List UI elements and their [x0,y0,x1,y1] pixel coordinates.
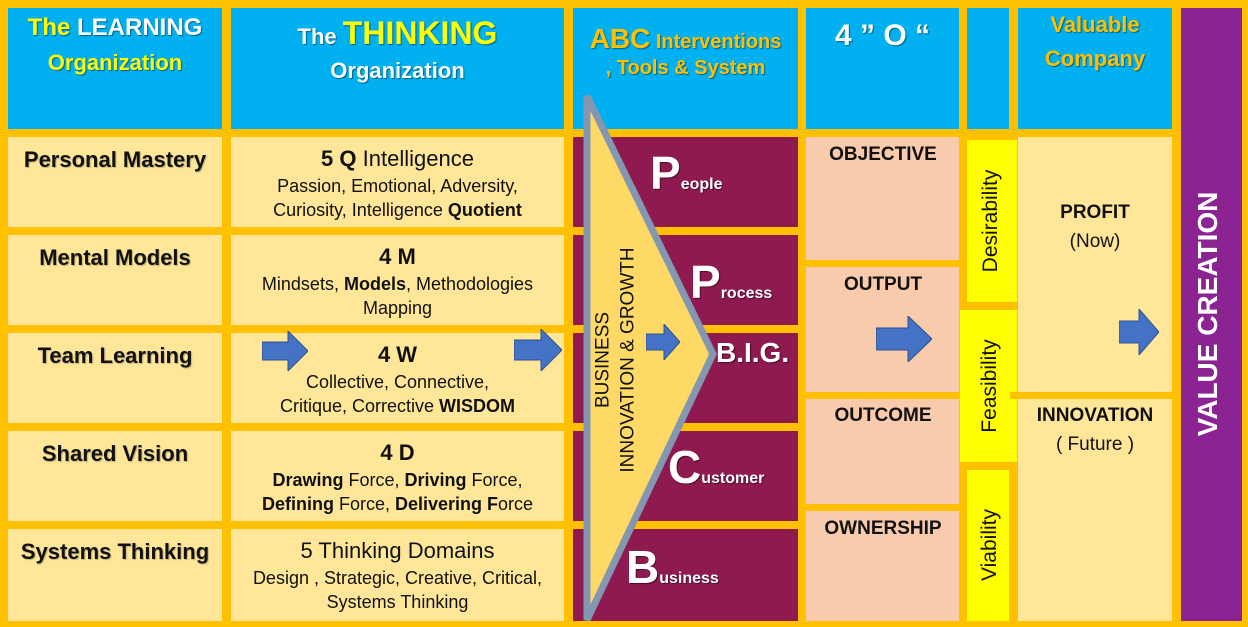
outcome-output: OUTPUT [843,274,923,295]
thinking-4d-title: 4 D [380,440,415,465]
thinking-row-4w: 4 W Collective, Connective, Critique, Co… [231,333,564,423]
thinking-row-5q: 5 Q Intelligence Passion, Emotional, Adv… [231,137,564,227]
header-four-o-label: 4 ” O “ [834,19,931,52]
learning-row-team-learning: Team Learning [8,333,222,423]
header-thinking-line1: The THINKING [297,15,498,51]
triangle-text-line1: BUSINESS [592,311,614,409]
right-arrow-icon [262,331,308,371]
thinking-domains-title: 5 Thinking Domains [300,538,495,563]
dfv-viability: Viability [978,509,1001,581]
valuable-panel [1018,137,1172,621]
right-arrow-icon [876,316,932,362]
header-learning-line2: Organization [47,50,183,75]
thinking-4w-title: 4 W [377,342,418,367]
header-four-o: 4 ” O “ [806,8,959,129]
right-arrow-icon [514,329,562,371]
header-valuable-line1: Valuable [1050,12,1140,37]
connector-line [798,260,968,267]
big-label: B.I.G. [716,337,790,368]
thinking-5q-title: 5 Q Intelligence [321,146,474,171]
dfv-feasibility-box [960,310,1017,462]
outcome-outcome: OUTCOME [834,405,932,426]
thinking-row-5-domains: 5 Thinking Domains Design , Strategic, C… [231,529,564,621]
header-learning-line1: The LEARNING [27,14,203,41]
right-arrow-icon [1119,309,1159,355]
header-thinking: The THINKING Organization [231,8,564,129]
value-creation-label: VALUE CREATION [1192,191,1223,437]
valuable-now: (Now) [1069,231,1121,252]
header-blank [967,8,1009,129]
outcome-ownership: OWNERSHIP [824,518,942,539]
header-valuable: Valuable Company [1018,8,1172,129]
big-triangle [583,94,717,622]
value-creation-panel [1181,8,1242,621]
thinking-4d-line2: Defining Force, Delivering Force [261,493,534,514]
thinking-4m-line1: Mindsets, Models, Methodologies [261,273,534,294]
valuable-profit: PROFIT [1060,202,1130,223]
triangle-text-line2: INNOVATION & GROWTH [617,247,638,473]
pillar-label-process: Process [690,256,773,308]
dfv-desirability: Desirability [979,169,1002,273]
thinking-row-4d: 4 D Drawing Force, Driving Force, Defini… [231,431,564,521]
dfv-viability-box [967,470,1009,621]
dfv-feasibility: Feasibility [978,339,1001,433]
learning-row-personal-mastery: Personal Mastery [8,137,222,227]
thinking-5q-line1: Passion, Emotional, Adversity, [277,175,518,196]
right-arrow-icon [646,324,680,360]
valuable-innovation: INNOVATION [1036,405,1154,426]
thinking-4m-line2: Mapping [362,297,433,318]
thinking-4m-title: 4 M [379,244,416,269]
header-thinking-line2: Organization [330,58,465,83]
thinking-row-4m: 4 M Mindsets, Models, Methodologies Mapp… [231,235,564,325]
four-o-panel [806,137,959,621]
thinking-domains-line1: Design , Strategic, Creative, Critical, [252,567,543,588]
thinking-4w-line1: Collective, Connective, [305,371,490,392]
triangle-text: BUSINESS INNOVATION & GROWTH [591,247,640,472]
connector-line [798,504,968,511]
header-abc: ABC Interventions , Tools & System [573,8,798,129]
connector-line [1010,392,1182,399]
thinking-5q-line2: Curiosity, Intelligence Quotient [273,199,522,220]
outcome-objective: OBJECTIVE [829,144,937,165]
learning-row-shared-vision: Shared Vision [8,431,222,521]
pillar-label-customer: Customer [668,441,765,493]
thinking-4d-line1: Drawing Force, Driving Force, [272,469,523,490]
thinking-domains-line2: Systems Thinking [326,591,469,612]
pillar-label-business: Business [626,541,719,593]
dfv-desirability-box [967,140,1017,302]
thinking-4w-line2: Critique, Corrective WISDOM [279,395,516,416]
valuable-future: ( Future ) [1055,434,1135,455]
connector-line [798,392,968,399]
header-abc-line2: , Tools & System [605,57,766,79]
learning-row-mental-models: Mental Models [8,235,222,325]
pillar-label-people: People [650,147,723,199]
header-valuable-line2: Company [1044,46,1146,71]
header-abc-line1: ABC Interventions [589,23,782,54]
learning-row-systems-thinking: Systems Thinking [8,529,222,621]
header-learning: The LEARNING Organization [8,8,222,129]
